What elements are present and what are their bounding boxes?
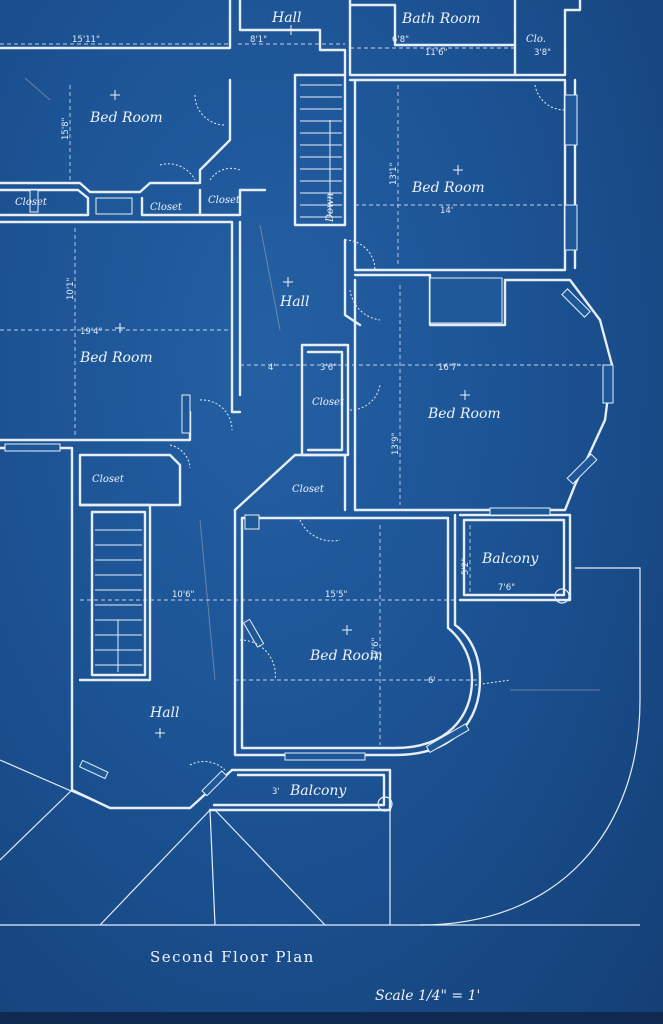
label-bed-room-w: Bed Room — [79, 350, 153, 366]
room-centre-marks — [110, 25, 470, 738]
dim-19-4: 19'4" — [80, 327, 103, 337]
dim-10-6: 10'6" — [172, 590, 195, 600]
dim-13-1: 13'1" — [389, 162, 399, 185]
label-hall-center: Hall — [279, 294, 310, 310]
label-closet-w1: Closet — [15, 197, 48, 208]
label-hall-sw: Hall — [149, 705, 180, 721]
dim-3-8: 3'8" — [534, 48, 551, 58]
dim-10-1: 10'1" — [66, 277, 76, 300]
dim-7-6: 7'6" — [498, 583, 515, 593]
label-bed-room-nw: Bed Room — [89, 110, 163, 126]
dim-5-2: 5'2" — [461, 558, 471, 575]
dim-3: 3' — [272, 787, 280, 797]
label-hall-top: Hall — [271, 10, 302, 26]
dim-15-11: 15'11" — [72, 35, 100, 45]
label-stair-down: Down — [325, 193, 336, 223]
dim-17-6: 17'6" — [371, 637, 381, 660]
label-balcony-s: Balcony — [289, 783, 347, 799]
dim-11-6: 11'6" — [425, 48, 448, 58]
label-closet-w3: Closet — [208, 195, 241, 206]
dim-15-8: 15'8" — [61, 117, 71, 140]
windows — [4, 94, 614, 812]
dim-15-5: 15'5" — [325, 590, 348, 600]
label-balcony-e: Balcony — [481, 551, 539, 567]
dim-8-1: 8'1" — [250, 35, 267, 45]
dim-14: 14' — [440, 206, 453, 216]
room-labels: Hall Bath Room Clo. Bed Room Bed Room Cl… — [15, 10, 546, 799]
label-closet-c: Closet — [312, 397, 345, 408]
plan-scale: Scale 1/4" = 1' — [375, 988, 480, 1004]
pencil-annotations — [24, 77, 600, 691]
frame-edge — [0, 1012, 663, 1024]
plan-title: Second Floor Plan — [150, 948, 315, 966]
label-bed-room-s: Bed Room — [309, 648, 383, 664]
dim-16-7: 16'7" — [438, 363, 461, 373]
dimension-lines — [0, 43, 605, 745]
dim-3-6: 3'6" — [320, 363, 337, 373]
label-bed-room-ne: Bed Room — [411, 180, 485, 196]
label-closet-c2: Closet — [292, 484, 325, 495]
label-clo: Clo. — [526, 34, 546, 45]
stair-treads — [95, 84, 342, 672]
dim-6-8: 6'8" — [392, 35, 409, 45]
dim-13-9: 13'9" — [391, 432, 401, 455]
label-bed-room-e: Bed Room — [427, 406, 501, 422]
label-bath-room: Bath Room — [401, 11, 480, 27]
dim-4: 4' — [268, 363, 276, 373]
dim-6: 6' — [428, 676, 436, 686]
dimension-labels: 15'11" 8'1" 6'8" 11'6" 3'8" 14' 13'1" 15… — [61, 35, 551, 797]
label-closet-w2: Closet — [150, 202, 183, 213]
door-swings — [159, 84, 566, 771]
label-closet-sw: Closet — [92, 474, 125, 485]
